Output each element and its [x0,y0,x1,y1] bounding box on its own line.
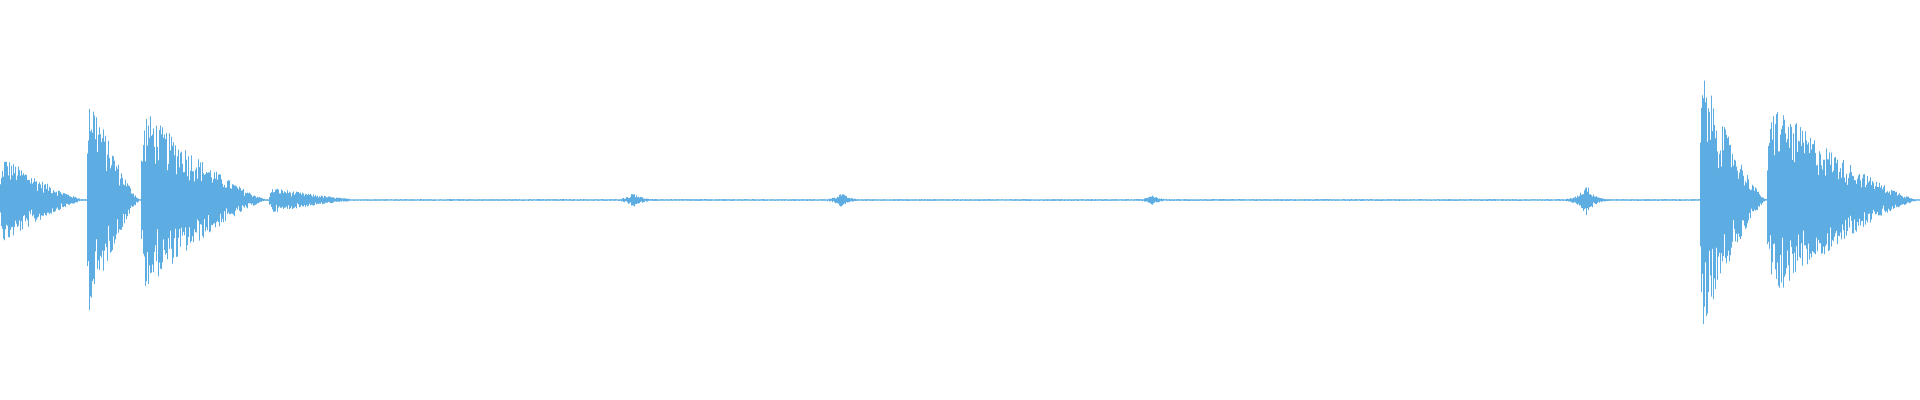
waveform-samples [0,80,1920,325]
waveform-trace [0,80,1920,325]
